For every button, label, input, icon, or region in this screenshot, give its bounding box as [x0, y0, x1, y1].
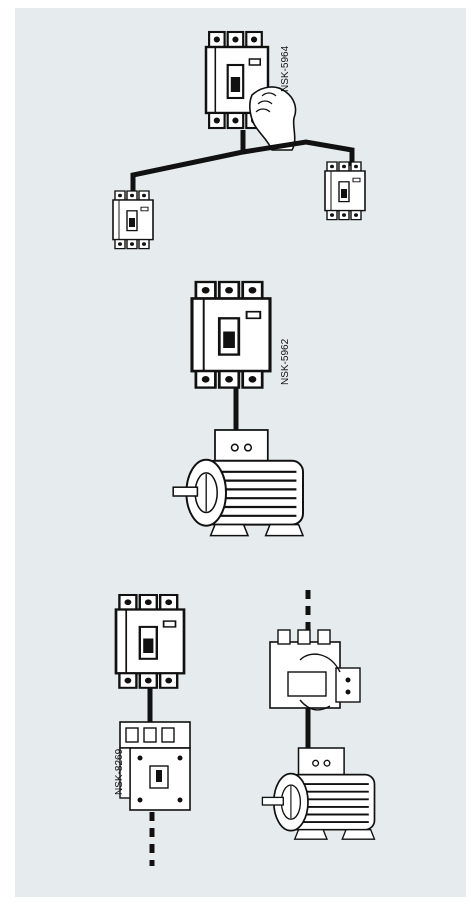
motor-icon — [172, 428, 305, 537]
breaker-motor-label: NSK-5962 — [280, 338, 291, 385]
branch-breaker-right — [324, 161, 366, 221]
branch-wires — [130, 130, 355, 200]
hand-icon — [249, 86, 297, 151]
contactor-label: NSK-8269 — [114, 748, 125, 795]
breaker-motor — [190, 280, 272, 390]
breaker-contactor — [114, 593, 186, 690]
branch-breaker-left — [112, 190, 154, 250]
overload-relay-icon — [269, 629, 361, 711]
breaker-top-label: NSK-5964 — [280, 45, 291, 92]
motor-icon-bottom — [261, 747, 376, 841]
contactor-icon — [119, 721, 191, 811]
